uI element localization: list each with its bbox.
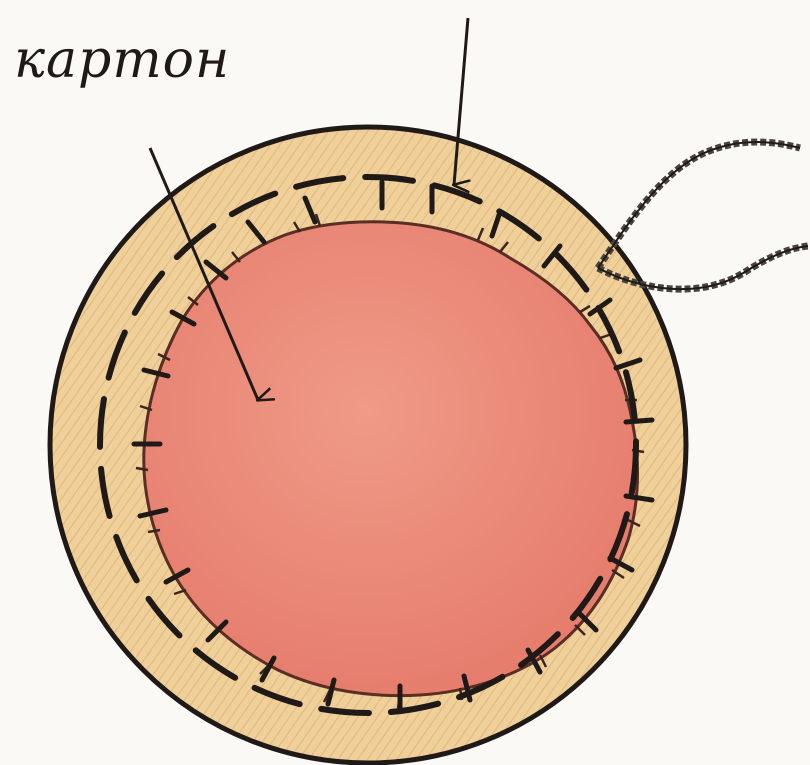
sewing-diagram — [0, 0, 810, 765]
illustration-canvas: картон — [0, 0, 810, 765]
